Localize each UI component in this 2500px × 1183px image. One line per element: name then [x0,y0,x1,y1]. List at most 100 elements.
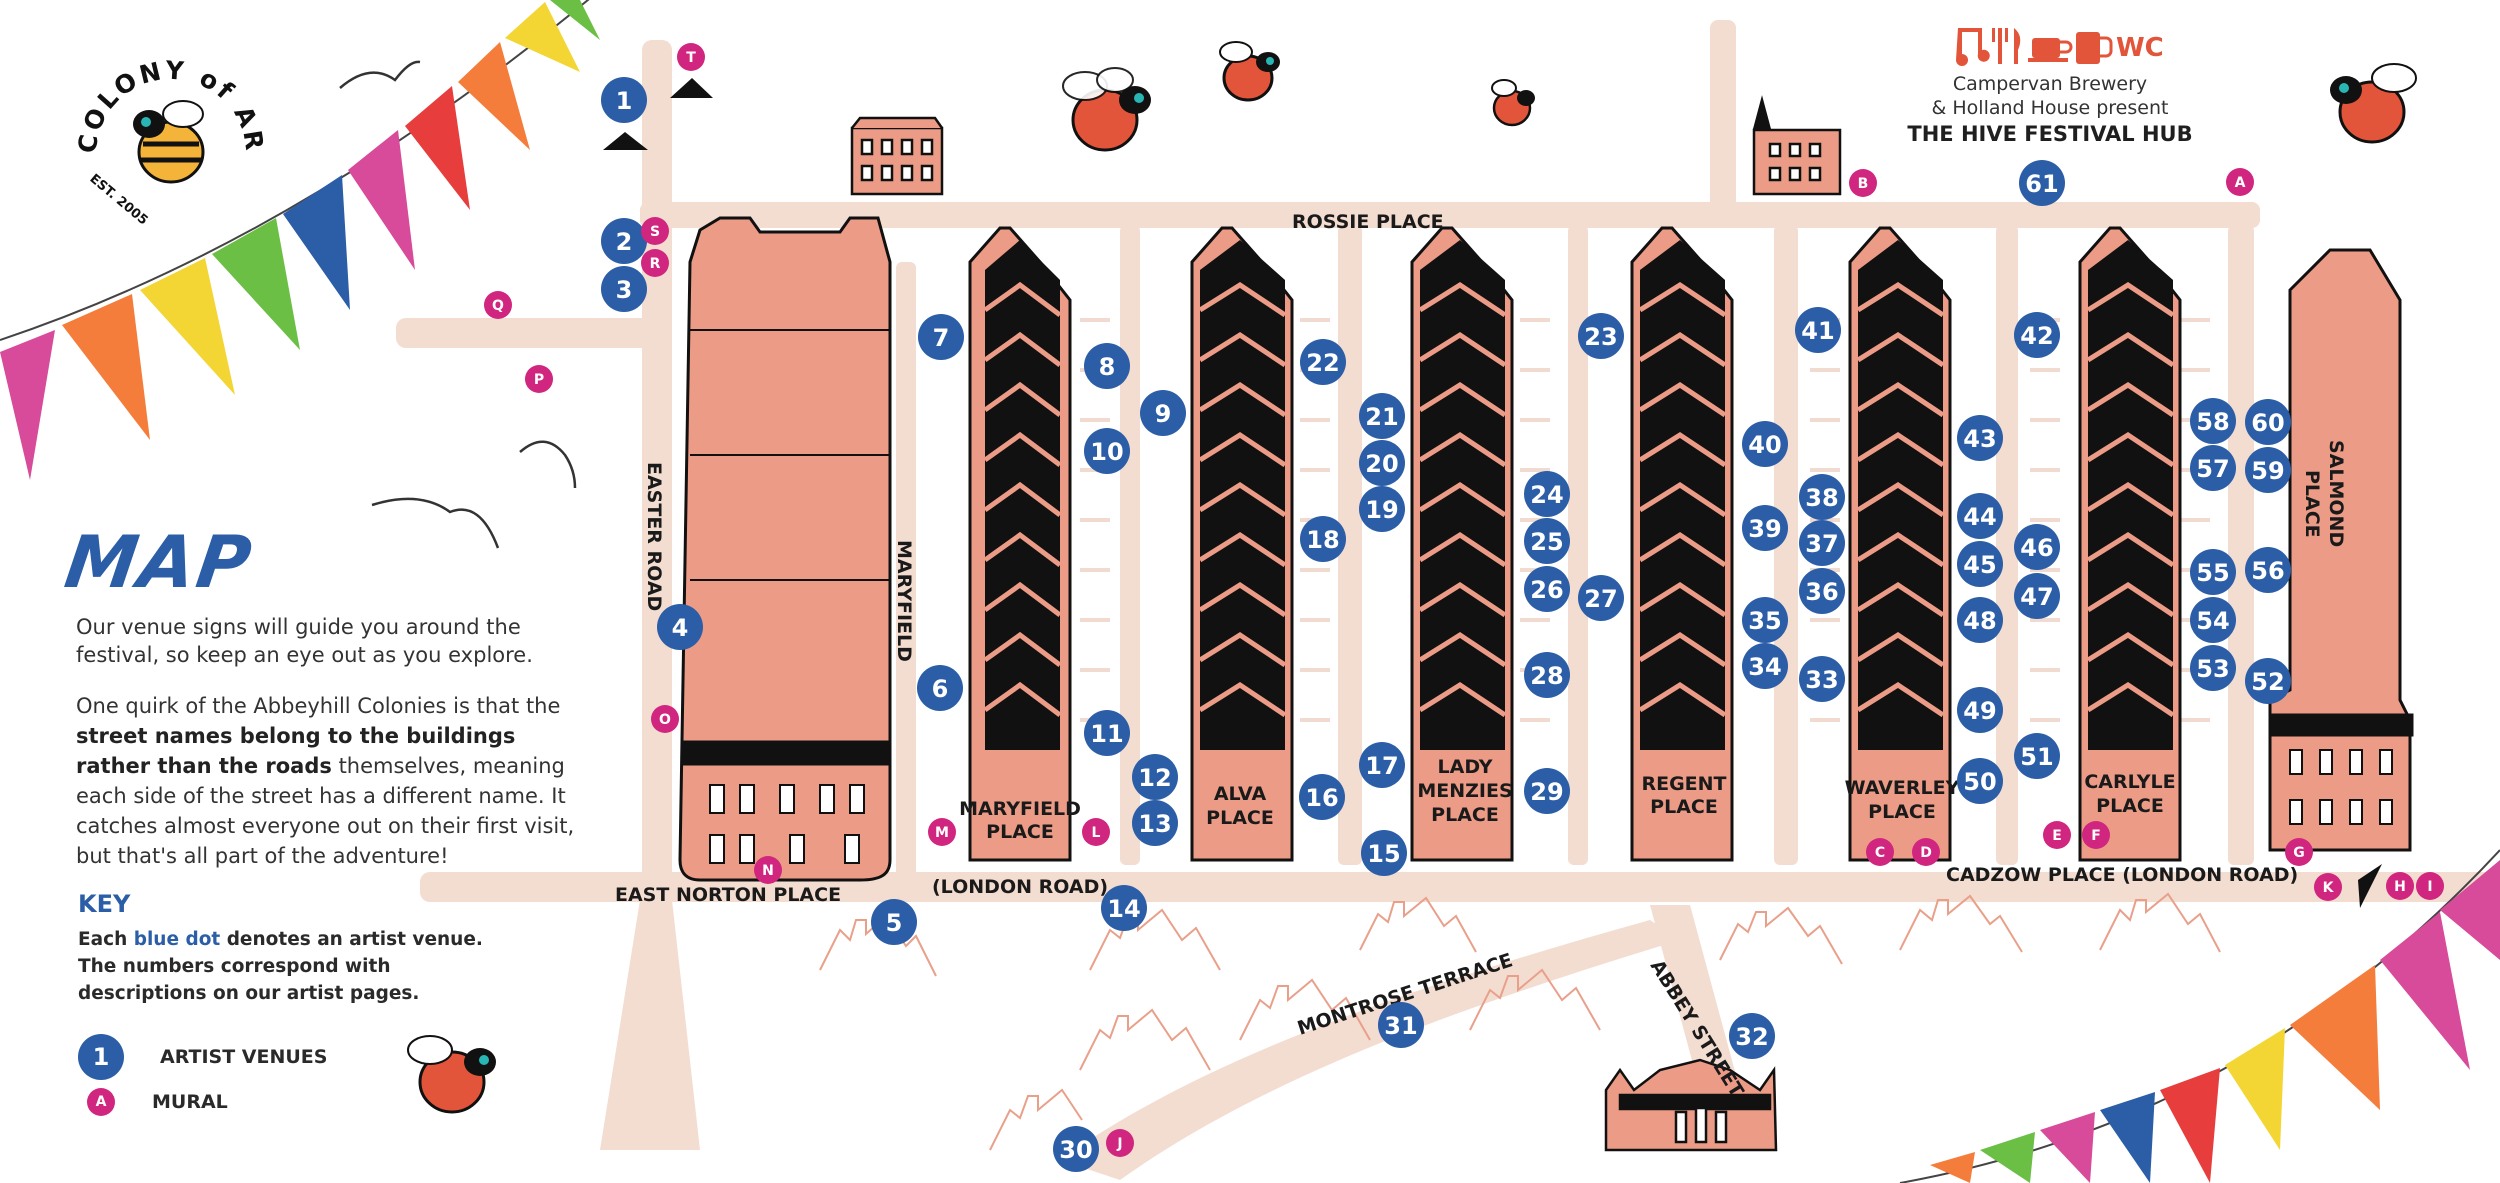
venue-marker[interactable]: 11 [1084,710,1130,756]
venue-marker[interactable]: 55 [2190,549,2236,595]
venue-number: 38 [1805,484,1838,512]
venue-marker[interactable]: 33 [1799,656,1845,702]
venue-dot [1957,597,2003,643]
venue-marker[interactable]: 38 [1799,474,1845,520]
venue-marker[interactable]: 59 [2245,447,2291,493]
mural-marker[interactable]: B [1849,169,1877,197]
venue-marker[interactable]: 26 [1524,566,1570,612]
venue-marker[interactable]: 19 [1359,486,1405,532]
mural-marker[interactable]: P [525,365,553,393]
building-label: PLACE [1431,804,1499,826]
venue-marker[interactable]: 37 [1799,520,1845,566]
mural-marker[interactable]: O [651,705,679,733]
venue-dot [1729,1013,1775,1059]
venue-marker[interactable]: 48 [1957,597,2003,643]
venue-marker[interactable]: 31 [1378,1002,1424,1048]
mural-marker[interactable]: K [2314,873,2342,901]
mural-marker[interactable]: M [928,818,956,846]
venue-marker[interactable]: 44 [1957,493,2003,539]
road-alley-1 [1120,225,1140,865]
row-maryfield [968,226,1072,862]
venue-marker[interactable]: 3 [601,266,647,312]
mural-marker[interactable]: H [2386,872,2414,900]
venue-marker[interactable]: 14 [1101,885,1147,931]
venue-marker[interactable]: 16 [1299,774,1345,820]
venue-marker[interactable]: 2 [601,218,647,264]
building-label: PLACE [1206,807,1274,829]
venue-marker[interactable]: 53 [2190,645,2236,691]
venue-marker[interactable]: 1 [601,77,647,123]
venue-dot [2245,547,2291,593]
mural-marker[interactable]: G [2285,838,2313,866]
venue-marker[interactable]: 46 [2014,524,2060,570]
mural-marker[interactable]: I [2416,872,2444,900]
key-murals-label: MURAL [152,1091,228,1113]
mural-marker[interactable]: R [641,249,669,277]
venue-marker[interactable]: 17 [1359,742,1405,788]
venue-marker[interactable]: 25 [1524,518,1570,564]
venue-number: 46 [2020,534,2053,562]
venue-marker[interactable]: 18 [1300,516,1346,562]
mural-marker[interactable]: A [2226,168,2254,196]
mural-marker[interactable]: F [2082,821,2110,849]
venue-marker[interactable]: 5 [871,899,917,945]
venue-marker[interactable]: 58 [2190,398,2236,444]
venue-marker[interactable]: 36 [1799,568,1845,614]
venue-marker[interactable]: 61 [2019,160,2065,206]
venue-marker[interactable]: 50 [1957,758,2003,804]
venue-marker[interactable]: 29 [1524,768,1570,814]
venue-marker[interactable]: 27 [1578,575,1624,621]
venue-marker[interactable]: 43 [1957,415,2003,461]
mural-marker[interactable]: J [1106,1129,1134,1157]
venue-marker[interactable]: 22 [1300,339,1346,385]
mural-dot [1912,838,1940,866]
venue-marker[interactable]: 52 [2245,658,2291,704]
venue-marker[interactable]: 41 [1795,307,1841,353]
road-label-rossie: ROSSIE PLACE [1292,211,1444,233]
venue-marker[interactable]: 60 [2245,399,2291,445]
mural-marker[interactable]: L [1082,818,1110,846]
mural-marker[interactable]: E [2043,821,2071,849]
venue-marker[interactable]: 9 [1140,390,1186,436]
venue-marker[interactable]: 34 [1742,643,1788,689]
venue-marker[interactable]: 20 [1359,440,1405,486]
road-label-salmond-2: PLACE [2301,470,2323,538]
venue-marker[interactable]: 42 [2014,312,2060,358]
venue-marker[interactable]: 6 [917,665,963,711]
venue-marker[interactable]: 49 [1957,687,2003,733]
venue-marker[interactable]: 7 [918,314,964,360]
mural-marker[interactable]: Q [484,291,512,319]
venue-marker[interactable]: 56 [2245,547,2291,593]
mural-marker[interactable]: D [1912,838,1940,866]
venue-marker[interactable]: 40 [1742,421,1788,467]
venue-marker[interactable]: 35 [1742,597,1788,643]
venue-marker[interactable]: 15 [1361,830,1407,876]
venue-marker[interactable]: 4 [657,604,703,650]
venue-marker[interactable]: 54 [2190,597,2236,643]
venue-marker[interactable]: 51 [2014,733,2060,779]
venue-dot [2245,399,2291,445]
venue-marker[interactable]: 47 [2014,573,2060,619]
mural-marker[interactable]: C [1866,838,1894,866]
mural-marker[interactable]: N [754,856,782,884]
venue-marker[interactable]: 32 [1729,1013,1775,1059]
venue-marker[interactable]: 57 [2190,445,2236,491]
venue-marker[interactable]: 12 [1132,754,1178,800]
venue-marker[interactable]: 10 [1084,428,1130,474]
venue-marker[interactable]: 24 [1524,471,1570,517]
venue-number: 10 [1090,438,1123,466]
venue-marker[interactable]: 21 [1359,393,1405,439]
venue-marker[interactable]: 39 [1742,505,1788,551]
venue-marker[interactable]: 13 [1132,800,1178,846]
mural-letter: T [686,50,696,66]
venue-number: 37 [1805,530,1838,558]
venue-marker[interactable]: 30 [1053,1126,1099,1172]
venue-marker[interactable]: 45 [1957,541,2003,587]
venue-marker[interactable]: 8 [1084,343,1130,389]
mural-marker[interactable]: S [641,217,669,245]
venue-marker[interactable]: 23 [1578,313,1624,359]
mural-letter: P [534,372,544,388]
venue-marker[interactable]: 28 [1524,652,1570,698]
venue-number: 18 [1306,526,1339,554]
mural-marker[interactable]: T [677,43,705,71]
